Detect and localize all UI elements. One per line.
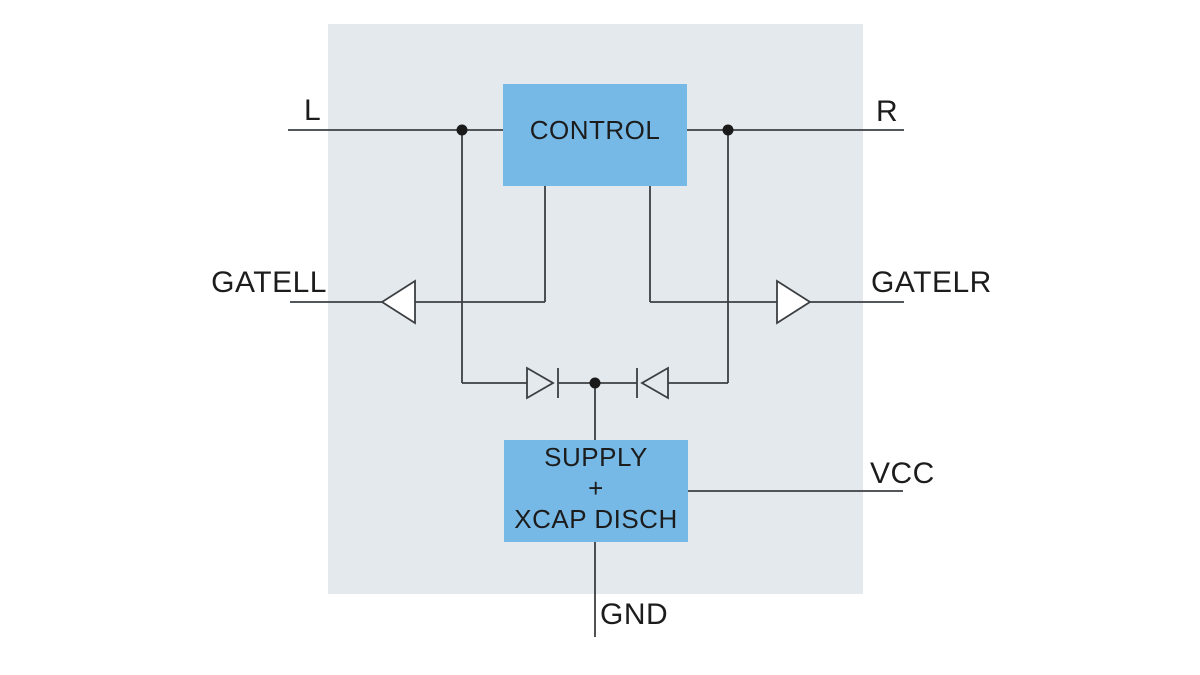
diode-right-facing-icon — [526, 366, 555, 400]
supply-block-label-line1: SUPPLY — [544, 442, 648, 472]
supply-block — [504, 440, 688, 542]
supply-block-label-line3: XCAP DISCH — [514, 504, 677, 534]
pin-label-l: L — [304, 94, 321, 127]
junction-dot-l — [456, 124, 468, 136]
pin-label-gatell: GATELL — [211, 266, 327, 299]
supply-block-label-line2: + — [588, 473, 604, 503]
pin-label-gatelr: GATELR — [871, 266, 992, 299]
buffer-amplifier-right-icon — [776, 279, 812, 325]
buffer-amplifier-left-icon — [380, 279, 416, 325]
junction-dot-supply — [589, 377, 601, 389]
pin-label-vcc: VCC — [870, 457, 935, 490]
diode-left-facing-icon — [640, 366, 669, 400]
control-block — [503, 84, 687, 186]
pin-label-gnd: GND — [600, 598, 668, 631]
pin-label-r: R — [876, 95, 898, 128]
control-block-label: CONTROL — [530, 115, 661, 145]
junction-dot-r — [722, 124, 734, 136]
